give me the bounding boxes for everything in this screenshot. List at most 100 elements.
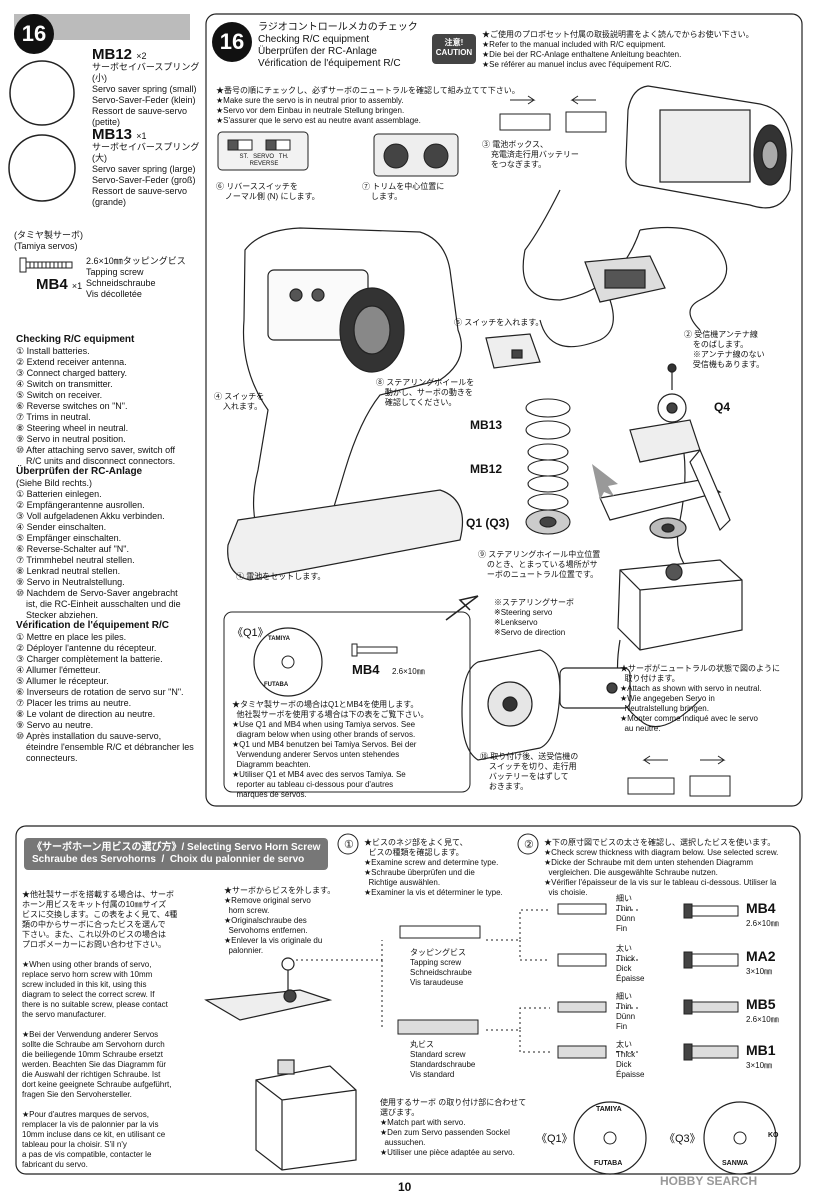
- main-step-frame: [205, 13, 803, 807]
- step10-text: ⑩ 取り付け後、送受信機の スイッチを切り、走行用 バッテリーをはずして おきま…: [480, 752, 579, 791]
- step8-text: ⑧ ステアリングホイールを 動かし、サーボの動きを 確認してください。: [376, 378, 475, 407]
- mb4-description: 2.6×10㎜タッピングビス Tapping screw Schneidschr…: [86, 256, 186, 299]
- servo-horn-removal-illustration: [204, 957, 357, 1171]
- label-q1-q3: Q1 (Q3): [466, 516, 510, 530]
- ma2-screw-size: 3×10㎜: [746, 967, 773, 976]
- step2-text: ② 受信機アンテナ線 をのばします。 ※アンテナ線のない 受信機もあります。: [684, 330, 765, 369]
- mb12-spring-icon: [9, 60, 75, 126]
- label-q4: Q4: [714, 400, 731, 414]
- tamiya-servo-inset-frame: [223, 611, 471, 793]
- step7-text: ⑦ トリムを中心位置に します。: [362, 182, 445, 201]
- tapping-screw-label: タッピングビス Tapping screw Schneidschraube Vi…: [410, 948, 472, 987]
- reverse-switch-label: ST. SERVO TH. REVERSE: [239, 154, 289, 167]
- mb12-code: MB12 ×2: [92, 46, 147, 63]
- mb13-code: MB13 ×1: [92, 126, 147, 143]
- inset-tamiya-text: TAMIYA: [268, 636, 291, 642]
- mb12-description: サーボセイバースプリング (小) Servo saver spring (sma…: [92, 62, 200, 127]
- mb13-description: サーボセイバースプリング (大) Servo saver spring (lar…: [92, 142, 200, 207]
- step2-circle-icon: [517, 833, 539, 855]
- mb1-screw-code: MB1: [746, 1042, 776, 1058]
- q1-futaba-text: FUTABA: [594, 1160, 623, 1167]
- q1-tamiya-text: TAMIYA: [596, 1106, 622, 1113]
- step4-text: ④ スイッチを 入れます。: [214, 392, 265, 411]
- check-fr-list: ① Mettre en place les piles. ② Déployer …: [16, 632, 194, 763]
- step-badge-main: 16: [212, 22, 252, 62]
- mb13-spring-icon: [8, 134, 76, 202]
- q3-label: 《Q3》: [664, 1133, 701, 1145]
- connector-bottom-icon: [627, 755, 731, 797]
- steering-arm-illustration: [599, 363, 731, 539]
- step5-text: ⑤ スイッチを入れます。: [454, 318, 544, 327]
- step1-number: ①: [344, 839, 354, 851]
- servo-saver-exploded: [525, 398, 571, 535]
- bottom-section-header: 《サーボホーン用ビスの選び方》/ Selecting Servo Horn Sc…: [24, 838, 329, 870]
- reverse-switch-panel: [217, 131, 309, 171]
- mb4-screw-code: MB4: [746, 900, 776, 916]
- servo-screw-intro: ★他社製サーボを搭載する場合は、サーボ ホーン用ビスをキット付属の10㎜サイズ …: [22, 890, 178, 1169]
- page-number: 10: [398, 1180, 412, 1194]
- step9-text: ⑨ ステアリングホイール中立位置 のとき、とまっている場所がサ ーボのニュートラ…: [478, 550, 601, 579]
- match-servo-text: 使用するサーボ の取り付け部に合わせて 選びます。 ★Match part wi…: [380, 1098, 527, 1157]
- thin-label: 細い Thin Dünn Fin: [616, 894, 636, 933]
- receiver-illustration: [584, 255, 666, 303]
- check-de-sub: (Siehe Bild rechts.): [16, 478, 93, 488]
- battery-box-illustration: [625, 85, 793, 209]
- tamiya-servos-label: (タミヤ製サーボ) (Tamiya servos): [14, 230, 83, 251]
- mb4-screw-icon: [19, 257, 73, 273]
- inset-mb4-screw-icon: [351, 643, 398, 657]
- transmitter-illustration: [227, 227, 464, 581]
- switch-unit-illustration: [485, 333, 541, 369]
- step1-instructions: ★ビスのネジ部をよく見て、 ビスの種類を確認します。 ★Examine scre…: [364, 838, 503, 897]
- mb4-screw-size: 2.6×10㎜: [746, 919, 779, 928]
- q1-label: 《Q1》: [536, 1133, 573, 1145]
- q3-sanwa-text: SANWA: [722, 1160, 749, 1167]
- step2-number: ②: [524, 839, 534, 851]
- step6-text: ⑥ リバーススイッチを ノーマル側 (N) にします。: [216, 182, 320, 201]
- main-step-title: ラジオコントロールメカのチェック Checking R/C equipment …: [258, 22, 418, 69]
- caution-badge: 注意! CAUTION: [432, 34, 476, 64]
- check-de-title: Überprüfen der RC-Anlage: [16, 466, 143, 477]
- mb5-screw-size: 2.6×10㎜: [746, 1015, 779, 1024]
- neutral-note: ★番号の順にチェックし、必ずサーボのニュートラルを確認して組み立てて下さい。 ★…: [216, 86, 520, 125]
- inset-mb4-label: MB4: [352, 662, 380, 677]
- label-mb13: MB13: [470, 418, 503, 432]
- mb1-screw-size: 3×10㎜: [746, 1061, 773, 1070]
- check-en-title: Checking R/C equipment: [16, 334, 135, 345]
- watermark: HOBBY SEARCH: [660, 1174, 758, 1188]
- remove-screw-text: ★サーボからビスを外します。 ★Remove original servo ho…: [224, 886, 336, 955]
- inset-futaba-text: FUTABA: [264, 682, 289, 688]
- inset-mb4-size: 2.6×10㎜: [392, 667, 425, 676]
- check-en-list: ① Install batteries. ② Extend receiver a…: [16, 346, 176, 466]
- attach-note: ★サーボがニュートラルの状態で図のように 取り付けます。 ★Attach as …: [620, 664, 780, 733]
- thick-label-2: 太い Thick Dick Épaisse: [616, 1040, 645, 1079]
- connector-top-icon: [499, 95, 607, 133]
- step-badge-left: 16: [14, 14, 54, 54]
- step1-circle-icon: [337, 833, 359, 855]
- step1-text: ① 電池をセットします。: [236, 572, 326, 581]
- caution-text: ★ご使用のプロポセット付属の取扱説明書をよく読んでからお使い下さい。 ★Refe…: [482, 30, 754, 69]
- check-de-list: ① Batterien einlegen. ② Empfängerantenne…: [16, 489, 181, 620]
- steering-servo-note: ※ステアリングサーボ ※Steering servo ※Lenkservo ※S…: [494, 598, 574, 637]
- check-fr-title: Vérification de l'équipement R/C: [16, 620, 169, 631]
- screw-samples: [397, 903, 739, 1061]
- inset-tamiya-note: ★タミヤ製サーボの場合はQ1とMB4を使用します。 他社製サーボを使用する場合は…: [232, 700, 429, 799]
- inset-q1-label: 《Q1》: [232, 627, 269, 639]
- inset-arrow-icon: [458, 595, 479, 611]
- step3-text: ③ 電池ボックス、 充電済走行用バッテリー をつなぎます。: [482, 140, 579, 169]
- thick-label: 太い Thick Dick Épaisse: [616, 944, 645, 983]
- q3-ko-text: KO: [768, 1132, 779, 1139]
- mb4-code: MB4 ×1: [36, 276, 83, 293]
- thin-label-2: 細い Thin Dünn Fin: [616, 992, 636, 1031]
- label-mb12: MB12: [470, 462, 503, 476]
- trim-knob-panel: [373, 133, 459, 177]
- step2-instructions: ★下の原寸図でビスの太さを確認し、選択したビスを使います。 ★Check scr…: [544, 838, 779, 897]
- direction-arrow-icon: [592, 464, 618, 500]
- steering-servo-illustration: [617, 559, 743, 651]
- mb5-screw-code: MB5: [746, 996, 776, 1012]
- dotted-guide-lines: [296, 909, 640, 1053]
- servo-horn-inset: [461, 649, 631, 761]
- ma2-screw-code: MA2: [746, 948, 776, 964]
- bottom-section-frame: [15, 825, 801, 1175]
- standard-screw-label: 丸ビス Standard screw Standardschraube Vis …: [410, 1040, 476, 1079]
